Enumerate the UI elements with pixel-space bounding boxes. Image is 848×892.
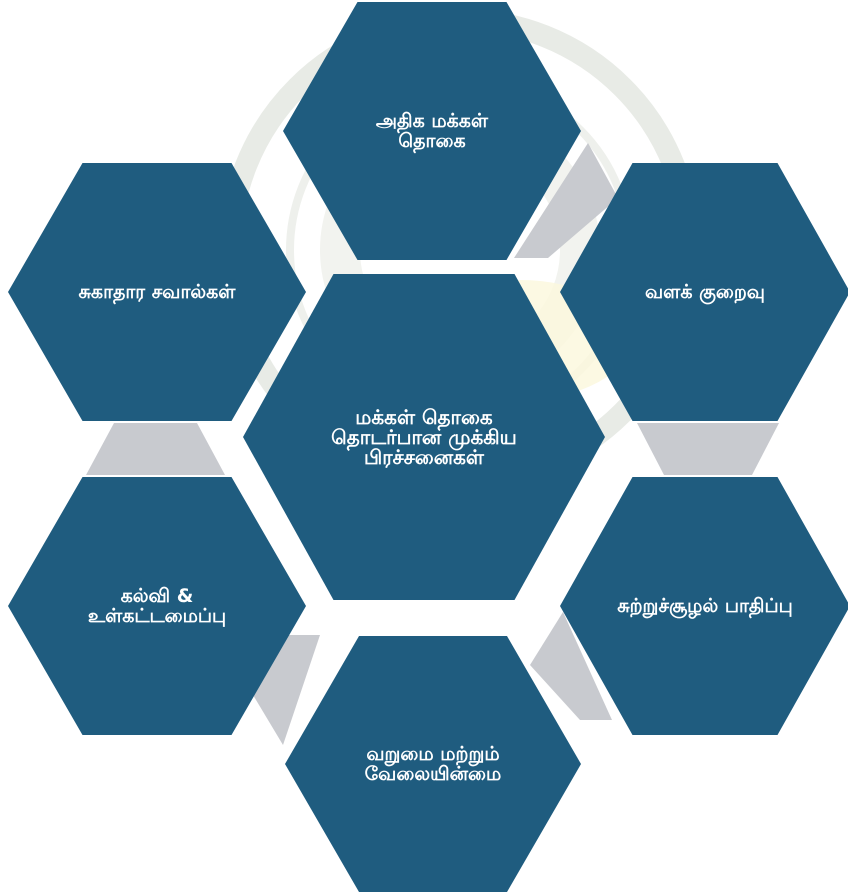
hex-top-label: அதிக மக்கள் தொகை — [375, 110, 489, 152]
hex-right-lower-label: சுற்றுச்சூழல் பாதிப்பு — [617, 595, 793, 617]
hex-center-label: மக்கள் தொகை தொடர்பான முக்கிய பிரச்சனைகள் — [331, 405, 517, 469]
hex-left-upper-label: சுகாதார சவால்கள் — [78, 281, 236, 303]
hex-bottom-label: வறுமை மற்றும் வேலையின்மை — [364, 743, 502, 785]
hex-left-lower-label: கல்வி & உள்கட்டமைப்பு — [87, 585, 227, 627]
hex-right-upper-label: வளக் குறைவு — [645, 281, 765, 303]
